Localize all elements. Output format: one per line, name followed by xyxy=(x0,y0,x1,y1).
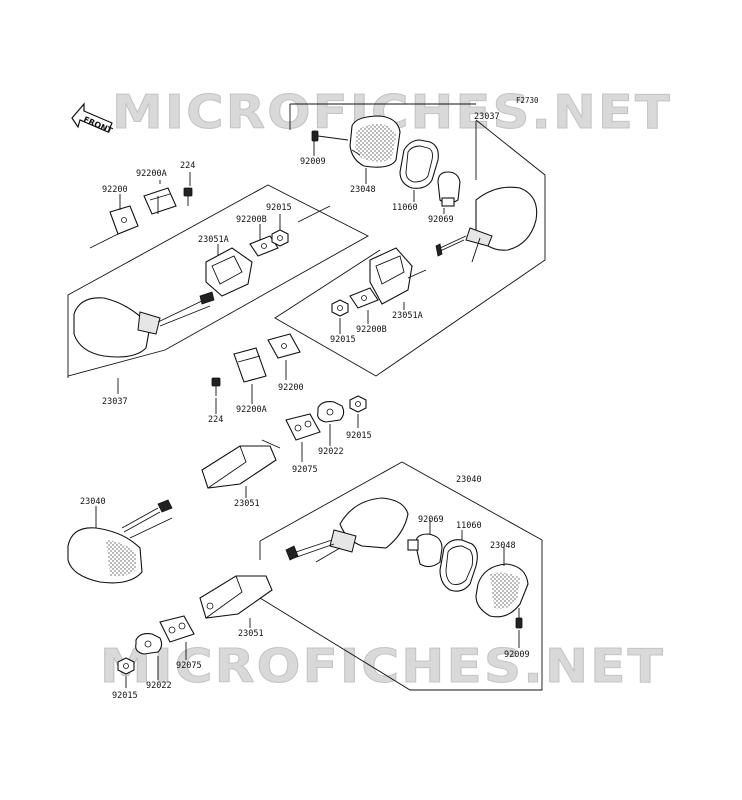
bracket-92200A-left xyxy=(143,187,177,215)
frame-upper-left xyxy=(67,184,369,378)
gasket-11060-lower xyxy=(439,539,478,592)
label-11060-lower: 11060 xyxy=(456,521,482,531)
label-92200A-mid: 92200A xyxy=(236,405,267,415)
label-23051-mid: 23051 xyxy=(234,499,260,509)
label-92200B-left: 92200B xyxy=(236,215,267,225)
gasket-11060-upper xyxy=(399,139,439,189)
frame-lower-right xyxy=(259,461,543,691)
bolt-224-left xyxy=(183,187,193,206)
label-92200B-upper: 92200B xyxy=(356,325,387,335)
leader-lines xyxy=(95,121,520,688)
rubber-23051-lower xyxy=(199,575,273,619)
plate-92200B-left xyxy=(249,235,279,257)
grommet-92075-mid xyxy=(285,413,321,441)
bracket-92200A-mid xyxy=(233,347,267,383)
housing-23037-upper xyxy=(435,186,538,263)
label-92015-mid: 92015 xyxy=(346,431,372,441)
frame-upper-right xyxy=(274,103,546,377)
label-92015-upper: 92015 xyxy=(330,335,356,345)
label-92022-mid: 92022 xyxy=(318,447,344,457)
screw-92009-lower xyxy=(515,608,523,629)
lens-23048-upper xyxy=(349,115,401,168)
washer-92022-lower xyxy=(135,633,163,655)
diagram-code: F2730 xyxy=(516,96,539,105)
part-labels: 23037 92009 23048 11060 92069 23051A 920… xyxy=(80,112,530,701)
label-92200-left: 92200 xyxy=(102,185,128,195)
plate-92200-mid xyxy=(267,333,301,359)
screw-92009-upper xyxy=(311,130,349,142)
label-23051-lower: 23051 xyxy=(238,629,264,639)
housing-23040-right xyxy=(285,497,409,563)
label-23051A-upper: 23051A xyxy=(392,311,423,321)
label-23040-left: 23040 xyxy=(80,497,106,507)
rubber-23051A-left xyxy=(205,247,253,297)
label-92200A-left: 92200A xyxy=(136,169,167,179)
label-92075-mid: 92075 xyxy=(292,465,318,475)
nut-92015-mid xyxy=(349,395,367,413)
label-92022-lower: 92022 xyxy=(146,681,172,691)
washer-92022-mid xyxy=(317,401,345,423)
label-23048-upper: 23048 xyxy=(350,185,376,195)
rubber-23051A-upper xyxy=(369,247,427,305)
grommet-92075-lower xyxy=(159,615,195,643)
bolt-224-mid xyxy=(211,377,221,396)
plate-92200B-upper xyxy=(349,287,379,309)
nut-92015-lower xyxy=(117,657,135,675)
label-92200-mid: 92200 xyxy=(278,383,304,393)
label-92075-lower: 92075 xyxy=(176,661,202,671)
rubber-23051-mid xyxy=(201,439,281,489)
lens-23048-lower xyxy=(475,563,529,618)
label-23037-upper: 23037 xyxy=(474,112,500,122)
label-23051A-left: 23051A xyxy=(198,235,229,245)
label-23037-left: 23037 xyxy=(102,397,128,407)
watermark-bottom: MICROFICHES.NET xyxy=(100,639,665,693)
plate-92200-left xyxy=(109,205,139,235)
nut-92015-upper xyxy=(331,299,349,317)
watermark-top: MICROFICHES.NET xyxy=(112,85,672,139)
label-92015-left: 92015 xyxy=(266,203,292,213)
label-224-left: 224 xyxy=(180,161,195,171)
label-23040-right: 23040 xyxy=(456,475,482,485)
label-92009-lower: 92009 xyxy=(504,650,530,660)
nut-92015-left xyxy=(271,229,289,247)
label-23048-lower: 23048 xyxy=(490,541,516,551)
label-224-mid: 224 xyxy=(208,415,223,425)
front-arrow-icon: FRONT xyxy=(71,102,114,136)
label-92069-upper: 92069 xyxy=(428,215,454,225)
label-11060-upper: 11060 xyxy=(392,203,418,213)
bulb-92069-lower xyxy=(407,533,443,568)
housing-23040-left xyxy=(67,499,173,584)
label-92009-upper: 92009 xyxy=(300,157,326,167)
label-92015-lower: 92015 xyxy=(112,691,138,701)
label-92069-lower: 92069 xyxy=(418,515,444,525)
bulb-92069-upper xyxy=(437,171,461,207)
housing-23037-left xyxy=(73,291,215,358)
